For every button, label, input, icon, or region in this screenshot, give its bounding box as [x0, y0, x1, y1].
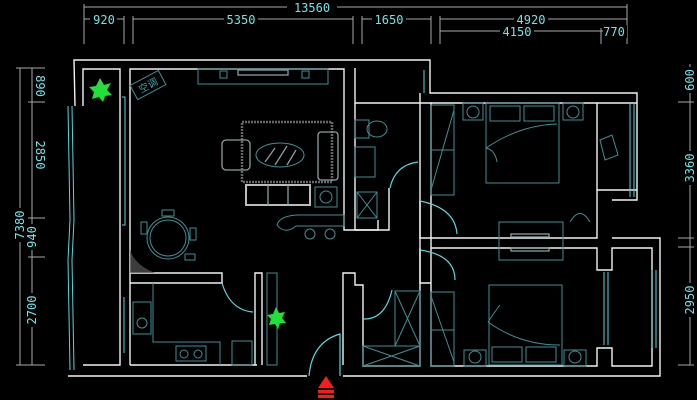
furniture: 空调: [129, 68, 619, 367]
bed-2: [488, 284, 563, 366]
windows: [67, 70, 657, 371]
dim-top-2: 5350: [227, 13, 256, 27]
entrance-arrow-icon: [318, 376, 334, 398]
doors: [221, 161, 458, 377]
stove: [175, 345, 207, 362]
dim-top-5: 4150: [503, 25, 532, 39]
dim-top-3: 1650: [375, 13, 404, 27]
fridge: [231, 340, 253, 366]
left-dimensions: 7380 890 2850 940 2700: [13, 67, 47, 366]
top-dimensions: 13560 920 5350 1650 4920 4150 770: [83, 1, 628, 44]
toilet: [354, 119, 370, 139]
plant-icon: [89, 78, 112, 102]
bed-1: [485, 102, 560, 184]
bar-counter: [276, 214, 345, 231]
walls: [68, 59, 661, 377]
tv-desk: [498, 221, 564, 261]
dim-total-width: 13560: [294, 1, 330, 15]
shower: [356, 191, 378, 219]
dim-total-height: 7380: [13, 211, 27, 240]
armchair: [221, 139, 251, 171]
sofa: [245, 184, 311, 206]
dim-right-2: 3360: [683, 154, 697, 183]
plant-icon: [267, 307, 286, 329]
lounge-chair: [599, 134, 619, 161]
dim-left-4: 2700: [25, 296, 39, 325]
dim-left-1: 890: [33, 75, 47, 97]
dim-right-1: 600: [683, 69, 697, 91]
dim-top-6: 770: [603, 25, 625, 39]
sink: [132, 301, 152, 335]
tv-cabinet: [197, 68, 329, 85]
right-dimensions: 600 3360 2950: [678, 64, 697, 366]
dim-left-2: 2850: [33, 141, 47, 170]
coffee-table: [255, 142, 305, 168]
dim-top-1: 920: [93, 13, 115, 27]
wardrobe-2: [430, 291, 455, 367]
dining-table: [146, 216, 190, 260]
dim-right-3: 2950: [683, 286, 697, 315]
dim-top-4: 4920: [517, 13, 546, 27]
air-conditioner: 空调: [129, 69, 167, 101]
rug: [240, 120, 334, 184]
washbasin: [354, 146, 376, 178]
side-sofa: [317, 131, 339, 181]
dim-left-3: 940: [25, 226, 39, 248]
air-conditioner-label: 空调: [136, 75, 160, 96]
